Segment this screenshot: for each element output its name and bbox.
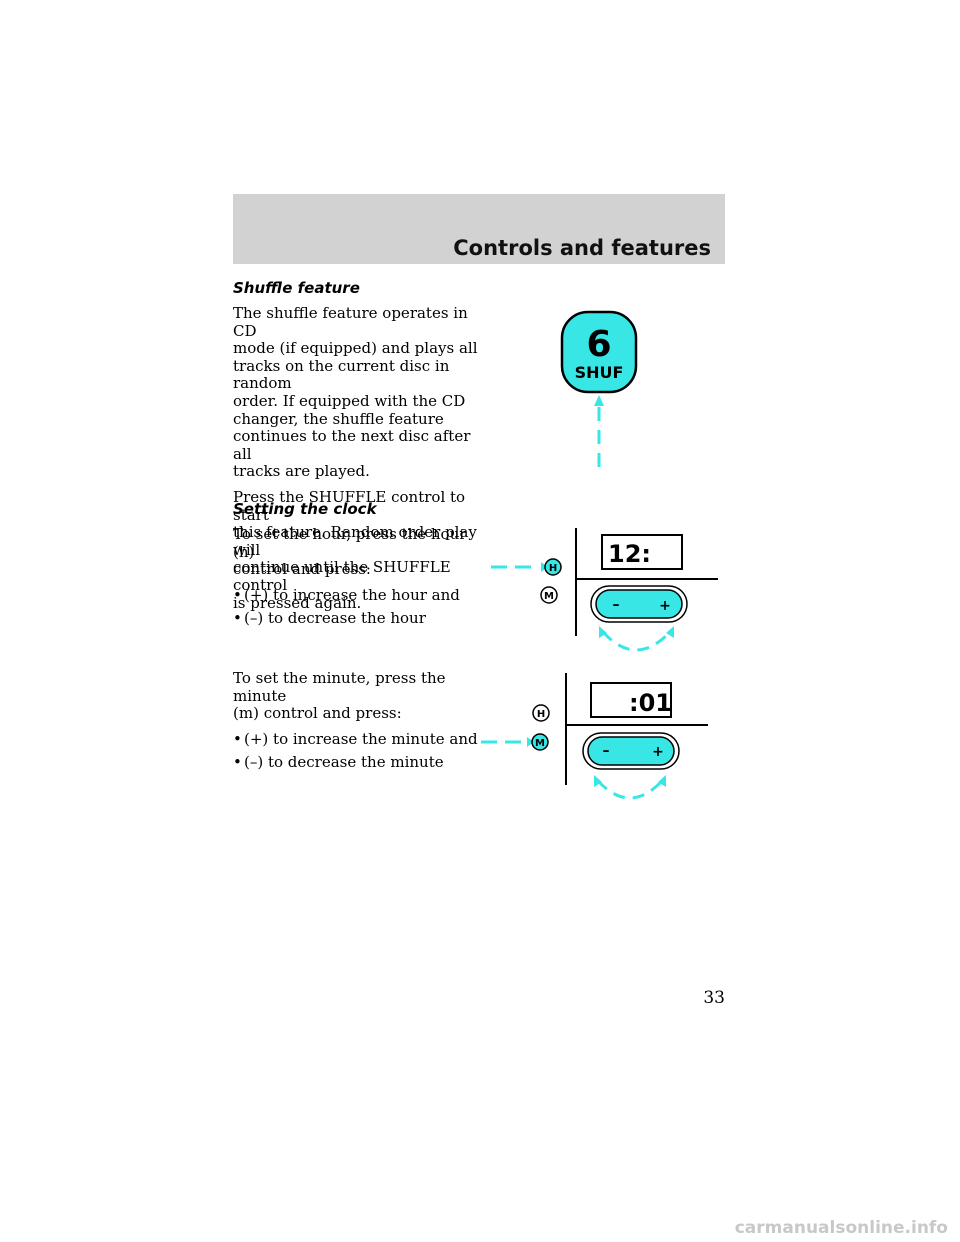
minute-display-text: :01 [629, 689, 672, 717]
arrow-right-icon [527, 737, 534, 747]
minute-button-label: M [544, 591, 554, 602]
shuffle-para-line: mode (if equipped) and plays all [233, 339, 478, 358]
shuffle-label: SHUF [575, 363, 624, 382]
clock-display [590, 682, 672, 718]
arrow-up-icon [594, 395, 604, 406]
hour-setting-illustration: 12: H M – + [491, 528, 718, 652]
hour-button[interactable] [544, 558, 562, 576]
arrow-up-right-icon [658, 775, 666, 787]
minute-bullet: •(–) to decrease the minute [233, 753, 444, 772]
minus-label: – [613, 597, 620, 613]
clock-minute-section: To set the minute, press the minute (m) … [233, 669, 478, 772]
plus-minus-rocker[interactable] [587, 736, 675, 766]
shuffle-para-line: continue until the SHUFFLE control [233, 558, 451, 594]
shuffle-para-line: changer, the shuffle feature [233, 409, 444, 428]
shuffle-section: Shuffle feature The shuffle feature oper… [233, 279, 478, 612]
hour-intro-line: To set the hour, press the hour (h) [233, 525, 467, 561]
minute-bullet: •(+) to increase the minute and [233, 729, 478, 748]
hour-button[interactable] [532, 704, 550, 722]
shuffle-heading: Shuffle feature [233, 279, 360, 297]
hour-intro-line: control and press: [233, 560, 371, 579]
section-title: Controls and features [453, 236, 711, 260]
plus-label: + [652, 744, 664, 760]
clock-section: Setting the clock To set the hour, press… [233, 500, 478, 628]
hour-bullet: •(+) to increase the hour and [233, 585, 460, 604]
minus-label: – [603, 743, 610, 759]
hour-display-text: 12: [608, 540, 651, 568]
shuffle-para-line: The shuffle feature operates in CD [233, 304, 468, 340]
arrow-up-left-icon [594, 775, 602, 787]
clock-heading: Setting the clock [233, 500, 377, 518]
shuffle-button[interactable] [560, 310, 638, 394]
plus-minus-rocker[interactable] [595, 589, 683, 619]
minute-intro-line: To set the minute, press the minute [233, 669, 446, 705]
shuffle-para-line: tracks on the current disc in random [233, 356, 450, 393]
footer-watermark[interactable]: carmanualsonline.info [734, 1218, 948, 1238]
preset-number: 6 [586, 324, 611, 365]
minute-button[interactable] [540, 586, 558, 604]
page-number: 33 [703, 988, 725, 1008]
shuffle-para-line: this feature. Random order play will [233, 523, 477, 559]
rocker-arc [596, 779, 664, 800]
minute-intro-line: (m) control and press: [233, 704, 402, 723]
clock-display [601, 534, 683, 570]
shuffle-para-line: continues to the next disc after all [233, 427, 471, 463]
hour-button-label: H [537, 709, 545, 720]
shuffle-para-line: is pressed again. [233, 593, 362, 612]
rocker-arc [601, 630, 672, 652]
arrow-up-right-icon [666, 626, 674, 638]
shuffle-button-illustration: 6 SHUF [560, 310, 638, 468]
shuffle-para-line: order. If equipped with the CD [233, 391, 466, 410]
rocker-bezel [590, 585, 688, 623]
minute-setting-illustration: :01 H M – + [481, 673, 708, 800]
minute-button-label: M [535, 738, 545, 749]
shuffle-para-line: tracks are played. [233, 462, 370, 481]
minute-button[interactable] [531, 733, 549, 751]
arrow-up-left-icon [599, 626, 607, 638]
plus-label: + [659, 598, 671, 614]
hour-button-label: H [549, 563, 557, 574]
hour-bullet: •(–) to decrease the hour [233, 609, 426, 628]
shuffle-para-line: Press the SHUFFLE control to start [233, 487, 466, 524]
section-header-band: Controls and features [233, 194, 725, 264]
rocker-bezel [582, 732, 680, 770]
